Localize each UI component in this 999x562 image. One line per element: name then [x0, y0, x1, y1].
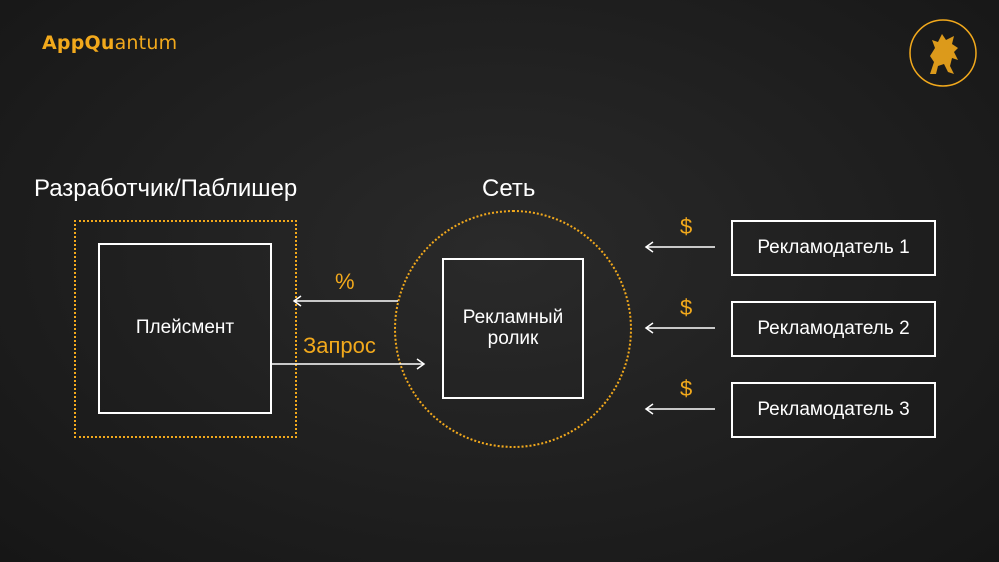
placement-label: Плейсмент [135, 317, 235, 339]
horse-emblem-icon [909, 19, 977, 87]
app-logo: AppQuantum [42, 32, 177, 54]
ad-label-line2: ролик [487, 327, 539, 349]
advertiser-label-3: Рекламодатель 3 [757, 398, 910, 420]
advertiser-box-2: Рекламодатель 2 [731, 301, 936, 357]
ad-creative-box: Рекламный ролик [442, 258, 584, 399]
developer-heading: Разработчик/Паблишер [34, 175, 298, 202]
ad-label-line1: Рекламный [462, 306, 564, 328]
developer-boundary [74, 220, 297, 438]
network-heading: Сеть [482, 175, 536, 202]
placement-box: Плейсмент [98, 243, 272, 414]
advertiser-box-1: Рекламодатель 1 [731, 220, 936, 276]
network-circle [394, 210, 632, 448]
logo-bold-text: AppQu [42, 32, 115, 54]
advertiser-label-2: Рекламодатель 2 [757, 317, 910, 339]
dollar-icon-1: $ [680, 214, 693, 239]
advertiser-box-3: Рекламодатель 3 [731, 382, 936, 438]
percent-label: % [335, 269, 355, 294]
logo-light-text: antum [114, 32, 178, 54]
request-label: Запрос [303, 333, 376, 358]
dollar-icon-2: $ [680, 295, 693, 320]
advertiser-label-1: Рекламодатель 1 [757, 236, 910, 258]
dollar-icon-3: $ [680, 376, 693, 401]
